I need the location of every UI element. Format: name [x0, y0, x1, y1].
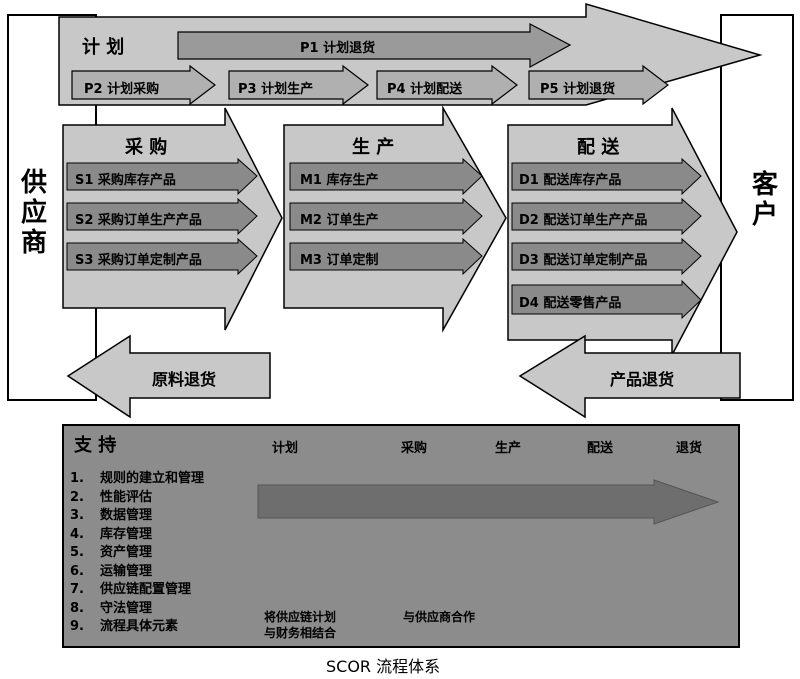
- m2-arrow: [289, 197, 483, 236]
- support-note-finance-line1: 将供应链计划: [264, 610, 337, 624]
- p4-arrow: [376, 64, 518, 106]
- make-title: 生 产: [352, 137, 395, 158]
- s1-label: S1 采购库存产品: [75, 173, 176, 188]
- support-header-plan: 计划: [272, 441, 299, 456]
- supplier-label: 供应商: [20, 168, 47, 258]
- m1-arrow: [289, 157, 483, 196]
- diagram-caption: SCOR 流程体系: [326, 657, 441, 676]
- d3-label: D3 配送订单定制产品: [519, 253, 648, 268]
- d2-label: D2 配送订单生产产品: [519, 213, 648, 228]
- p2-arrow: [71, 64, 216, 106]
- d1-arrow: [511, 157, 702, 196]
- list-item: 9.流程具体元素: [70, 619, 179, 634]
- plan-title: 计 划: [82, 37, 125, 58]
- s3-label: S3 采购订单定制产品: [75, 253, 202, 268]
- m3-arrow: [289, 237, 483, 276]
- support-title: 支 持: [74, 435, 117, 456]
- list-item: 6.运输管理: [70, 564, 153, 579]
- list-item: 3.数据管理: [70, 508, 153, 523]
- list-item: 7.供应链配置管理: [70, 582, 192, 597]
- deliver-title: 配 送: [577, 137, 620, 158]
- list-item: 2.性能评估: [70, 490, 153, 505]
- p5-arrow: [528, 64, 669, 106]
- support-box: [62, 424, 740, 648]
- source-title: 采 购: [125, 137, 168, 158]
- support-header-return: 退货: [676, 441, 703, 456]
- support-header-make: 生产: [495, 441, 522, 456]
- list-item: 4.库存管理: [70, 527, 153, 542]
- list-item: 1.规则的建立和管理: [70, 471, 205, 486]
- p3-label: P3 计划生产: [238, 82, 314, 97]
- p5-label: P5 计划退货: [540, 82, 616, 97]
- m2-label: M2 订单生产: [300, 213, 379, 228]
- list-item: 8.守法管理: [70, 601, 153, 616]
- customer-frame: [720, 14, 794, 401]
- s1-arrow: [66, 157, 258, 196]
- d1-label: D1 配送库存产品: [519, 173, 622, 188]
- s3-arrow: [66, 237, 258, 276]
- d3-arrow: [511, 237, 702, 276]
- p1-arrow: [177, 23, 572, 69]
- s2-arrow: [66, 197, 258, 236]
- support-arrow: [257, 479, 720, 525]
- support-note-finance-line2: 与财务相结合: [264, 626, 337, 640]
- d4-label: D4 配送零售产品: [519, 296, 622, 311]
- p2-label: P2 计划采购: [84, 82, 160, 97]
- raw-return-label: 原料退货: [152, 370, 217, 389]
- p1-label: P1 计划退货: [300, 41, 376, 56]
- support-header-deliver: 配送: [587, 441, 614, 456]
- support-header-source: 采购: [401, 441, 428, 456]
- m3-label: M3 订单定制: [300, 253, 379, 268]
- customer-label: 客户: [751, 170, 778, 230]
- d4-arrow: [511, 279, 702, 320]
- list-item: 5.资产管理: [70, 545, 153, 560]
- deliver-big-arrow: [507, 107, 738, 356]
- raw-return-arrow: [66, 334, 271, 419]
- p3-arrow: [228, 64, 369, 106]
- m1-label: M1 库存生产: [300, 173, 379, 188]
- support-note-supplier: 与供应商合作: [403, 610, 476, 624]
- s2-label: S2 采购订单生产产品: [75, 213, 202, 228]
- p4-label: P4 计划配送: [387, 82, 463, 97]
- product-return-label: 产品退货: [610, 370, 675, 389]
- d2-arrow: [511, 197, 702, 236]
- product-return-arrow: [518, 334, 741, 419]
